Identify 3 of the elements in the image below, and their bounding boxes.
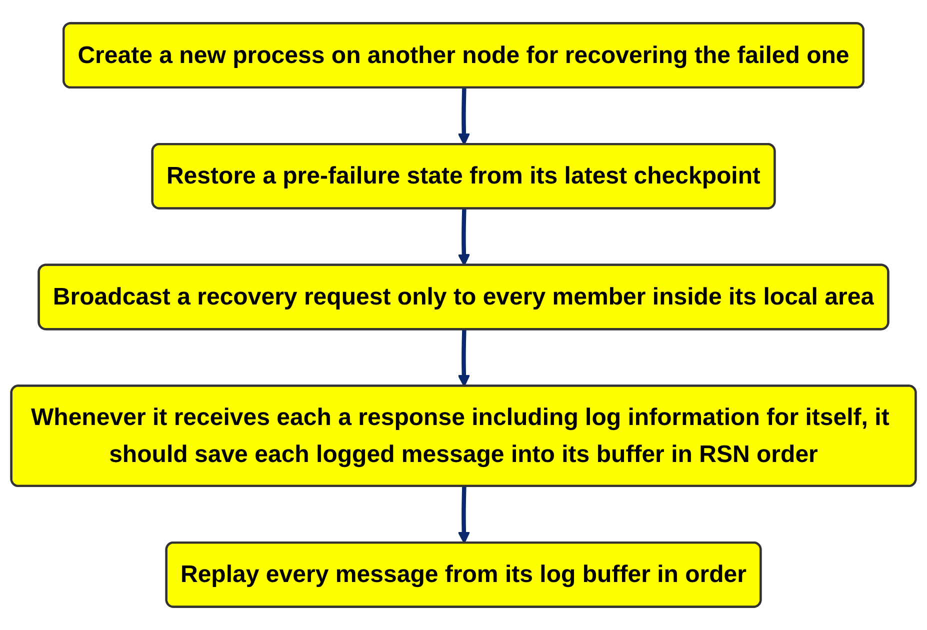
arrow [458,330,470,387]
arrow [458,88,470,146]
arrow [458,486,470,544]
